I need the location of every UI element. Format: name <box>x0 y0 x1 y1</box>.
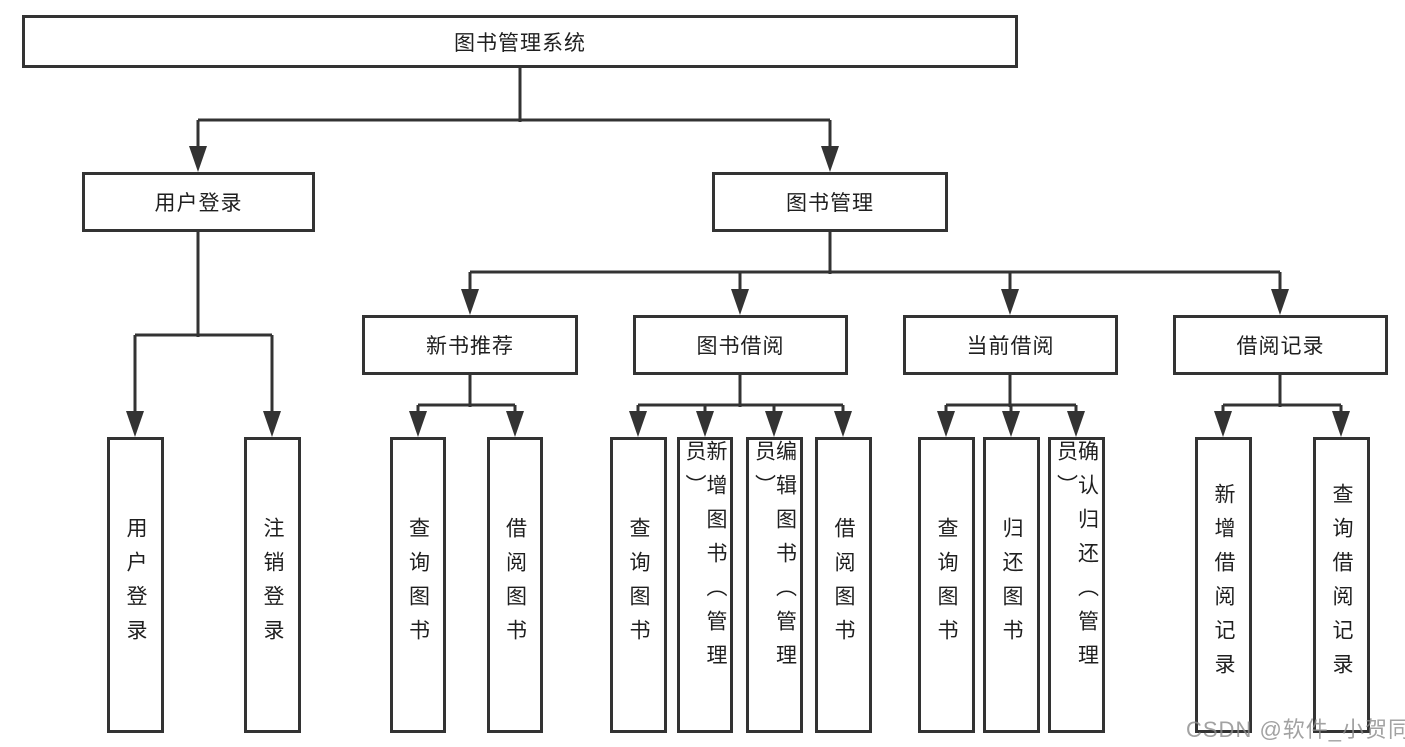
node-leaf-borrow-books: 借阅图书 <box>815 437 872 733</box>
node-leaf-query-books-recommend: 查询图书 <box>390 437 446 733</box>
node-root: 图书管理系统 <box>22 15 1018 68</box>
leaf-label: 用户登录 <box>124 517 147 653</box>
connector-root-children <box>189 68 839 172</box>
connector-new-book-children <box>409 375 524 437</box>
node-leaf-borrow-books-recommend: 借阅图书 <box>487 437 543 733</box>
node-leaf-query-books-current: 查询图书 <box>918 437 975 733</box>
connector-book-management-children <box>461 232 1289 315</box>
node-book-management: 图书管理 <box>712 172 948 232</box>
node-leaf-return-books: 归还图书 <box>983 437 1040 733</box>
connector-user-login-children <box>126 232 281 437</box>
leaf-label: 新增借阅记录 <box>1212 483 1235 687</box>
node-book-borrowing: 图书借阅 <box>633 315 848 375</box>
csdn-watermark: CSDN @软件_小贺同学 <box>1186 717 1405 742</box>
leaf-label: 查询图书 <box>935 517 958 653</box>
node-leaf-query-borrow-record: 查询借阅记录 <box>1313 437 1370 733</box>
connector-current-borrowing-children <box>937 375 1085 437</box>
leaf-label: 注销登录 <box>261 517 284 653</box>
connector-borrowing-records-children <box>1214 375 1350 437</box>
node-new-book-recommend: 新书推荐 <box>362 315 578 375</box>
leaf-label: 编辑图书（管理员） <box>752 440 797 678</box>
node-user-login-label: 用户登录 <box>154 192 243 215</box>
node-book-borrowing-label: 图书借阅 <box>696 335 785 358</box>
leaf-label: 查询图书 <box>627 517 650 653</box>
node-current-borrowing-label: 当前借阅 <box>966 335 1055 358</box>
leaf-label: 确认归还（管理员） <box>1054 440 1099 678</box>
node-current-borrowing: 当前借阅 <box>903 315 1118 375</box>
leaf-label: 借阅图书 <box>503 517 527 653</box>
leaf-label: 归还图书 <box>1000 517 1023 653</box>
node-user-login: 用户登录 <box>82 172 315 232</box>
node-leaf-user-login: 用户登录 <box>107 437 164 733</box>
node-borrowing-records: 借阅记录 <box>1173 315 1388 375</box>
node-root-label: 图书管理系统 <box>454 31 586 55</box>
node-leaf-confirm-return-admin: 确认归还（管理员） <box>1048 437 1105 733</box>
node-leaf-edit-books-admin: 编辑图书（管理员） <box>746 437 803 733</box>
leaf-label: 查询图书 <box>406 517 430 653</box>
leaf-label: 查询借阅记录 <box>1330 483 1353 687</box>
connector-book-borrowing-children <box>629 375 852 437</box>
leaf-label: 新增图书（管理员） <box>683 440 727 678</box>
leaf-label: 借阅图书 <box>832 517 855 653</box>
node-leaf-query-books-borrowing: 查询图书 <box>610 437 667 733</box>
node-leaf-add-borrow-record: 新增借阅记录 <box>1195 437 1252 733</box>
node-borrowing-records-label: 借阅记录 <box>1236 335 1325 358</box>
node-leaf-logout: 注销登录 <box>244 437 301 733</box>
node-book-management-label: 图书管理 <box>786 192 874 215</box>
node-new-book-recommend-label: 新书推荐 <box>426 335 514 358</box>
node-leaf-add-books-admin: 新增图书（管理员） <box>677 437 733 733</box>
